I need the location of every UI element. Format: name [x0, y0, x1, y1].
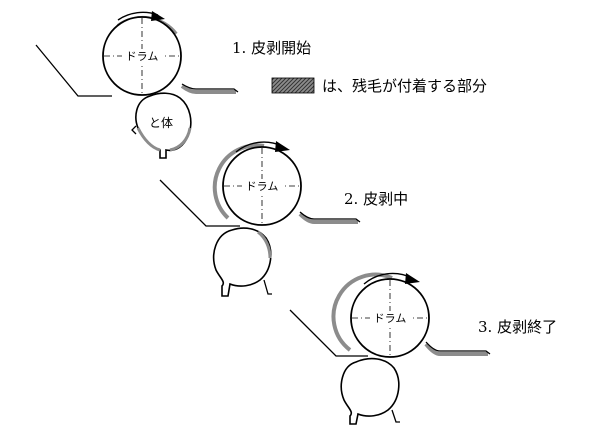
step-1-body-label: と体	[149, 116, 173, 130]
step-2-label: 2. 皮剥中	[344, 190, 408, 208]
step-2-hide-right	[299, 211, 361, 223]
step-1-carcass-hair	[136, 127, 192, 152]
step-2-carcass-hair	[257, 230, 272, 259]
step-2-hide-line	[159, 179, 240, 227]
step-2-group: ドラム 2. 皮剥中	[159, 141, 408, 297]
step-3-carcass	[340, 357, 400, 425]
step-1-leg	[131, 125, 137, 135]
step-1-hide-line	[35, 44, 112, 97]
step-3-hide-line	[289, 309, 368, 357]
step-3-leg	[391, 409, 400, 423]
step-1-drum-label: ドラム	[126, 50, 159, 63]
step-1-group: ドラム と体 1. 皮剥開始	[35, 11, 311, 159]
legend-text: は、残毛が付着する部分	[322, 77, 487, 95]
step-1-hide-right-hair	[180, 84, 236, 94]
step-2-carcass	[212, 227, 272, 297]
step-3-arrowhead	[405, 273, 420, 284]
step-1-arrowhead	[151, 11, 165, 21]
step-2-hide-right-hair	[298, 212, 358, 224]
step-2-hair-arc	[212, 143, 265, 220]
step-3-label: 3. 皮剥終了	[478, 318, 557, 336]
legend: は、残毛が付着する部分	[271, 77, 487, 95]
step-1-label: 1. 皮剥開始	[232, 39, 311, 57]
step-3-drum-label: ドラム	[374, 312, 407, 325]
step-3-hide-right	[425, 341, 491, 355]
step-3-hair-arc	[331, 272, 393, 352]
step-2-leg	[263, 279, 272, 295]
step-3-hide-right-hair	[424, 342, 488, 356]
step-2-arrowhead	[275, 141, 290, 152]
step-2-drum-label: ドラム	[246, 180, 279, 193]
legend-swatch	[271, 77, 315, 94]
step-3-group: ドラム 3. 皮剥終了	[289, 272, 557, 425]
step-1-hide-right	[181, 83, 239, 93]
